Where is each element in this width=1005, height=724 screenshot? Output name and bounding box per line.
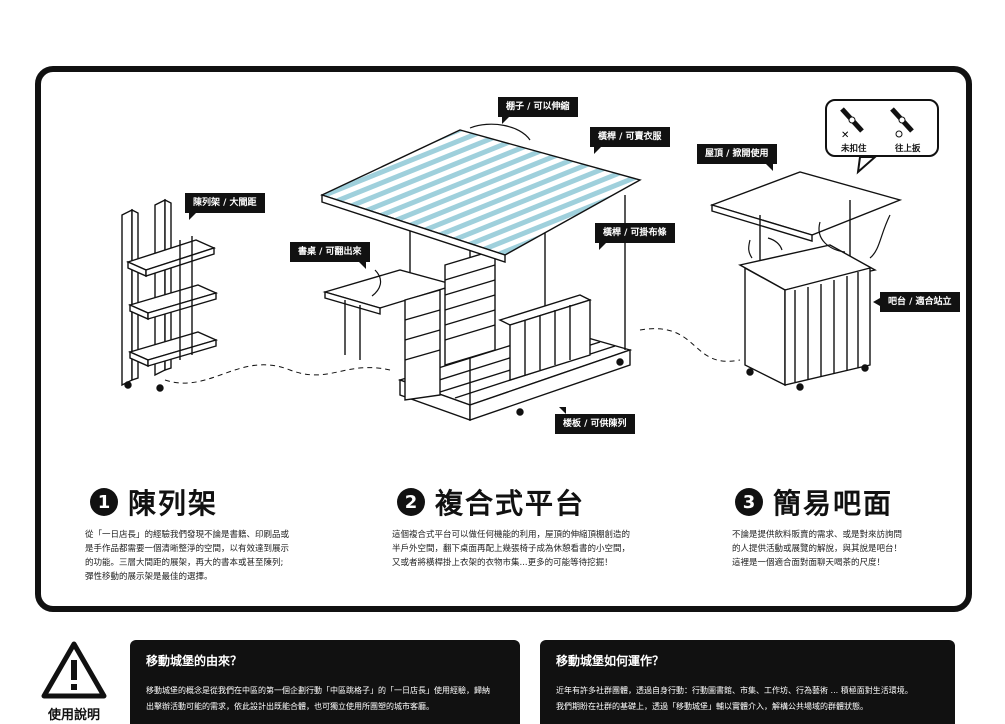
note-origin: 移動城堡的由來？ 移動城堡的概念是從我們在中區的第一個企劃行動「中區跳格子」的「… (130, 640, 520, 724)
section-title: 簡易吧面 (773, 487, 894, 520)
warning-icon (41, 641, 107, 699)
note-operation: 移動城堡如何運作？ 近年有許多社群團體，透過自身行動：行動圖書館、市集、工作坊、… (540, 640, 955, 724)
platform-illustration (320, 129, 642, 421)
section-number: 1 (90, 488, 118, 516)
note-origin-line: 出擊辦活動可能的需求，依此設計出既能合體，也可獨立使用所團塑的城市客廳。 (146, 702, 434, 711)
note-operation-title: 移動城堡如何運作？ (556, 654, 665, 668)
tag-rail-clothes: 橫桿 / 可賣衣服 (590, 127, 670, 154)
note-operation-line: 我們期盼在社群的基礎上，透過「移動城堡」輔以實體介入，解構公共場域的群體狀態。 (556, 702, 868, 711)
hinge-unbuckled-label: 未扣住 (841, 144, 867, 154)
connector-dashed-line-right (639, 328, 741, 362)
section-bar-heading: 3 簡易吧面 (735, 482, 893, 522)
section-number: 3 (735, 488, 763, 516)
section-number: 2 (397, 488, 425, 516)
bar-illustration (709, 171, 903, 391)
section-platform-desc: 這個複合式平台可以做任何機能的利用，屋頂的伸縮頂棚創造的 半戶外空間，翻下桌面再… (392, 530, 631, 568)
section-shelf-desc: 從「一日店長」的經驗我們發現不論是書籍、印刷品或 是手作品都需要一個清晰整淨的空… (85, 530, 290, 582)
shelf-illustration (121, 198, 219, 392)
tag-floor: 楼板 / 可供陳列 (555, 407, 635, 434)
hinge-icons: ✕ (840, 107, 914, 141)
tag-roof: 屋頂 / 掀開使用 (697, 144, 777, 171)
connector-dashed-line (164, 364, 391, 384)
note-origin-line: 移動城堡的概念是從我們在中區的第一個企劃行動「中區跳格子」的「一日店長」使用經驗… (146, 686, 490, 695)
section-title: 陳列架 (128, 487, 219, 520)
hinge-instruction-bubble: ✕ 未扣住 往上扳 (825, 99, 939, 157)
usage-guide: 使用說明 (40, 640, 108, 723)
section-title: 複合式平台 (435, 487, 586, 520)
motion-arrows (371, 123, 891, 297)
hinge-bubble-tail (856, 156, 878, 175)
tag-rail-cloth: 橫桿 / 可掛布條 (595, 223, 675, 250)
note-operation-line: 近年有許多社群團體，透過自身行動：行動圖書館、市集、工作坊、行為藝術 ... 積… (556, 686, 913, 695)
usage-guide-label: 使用說明 (47, 708, 100, 723)
note-origin-title: 移動城堡的由來？ (146, 654, 243, 668)
content-frame (35, 66, 972, 612)
tag-desk: 書桌 / 可翻出來 (290, 242, 370, 269)
tag-canopy: 棚子 / 可以伸縮 (498, 97, 578, 124)
tag-shelf: 陳列架 / 大間距 (185, 193, 265, 220)
section-shelf-heading: 1 陳列架 (90, 482, 218, 522)
section-bar-desc: 不論是提供飲料販賣的需求、或是對來訪詢問 的人提供活動或展覽的解說，與其說是吧台… (732, 530, 903, 568)
hinge-flip-label: 往上扳 (895, 144, 921, 154)
svg-text:✕: ✕ (841, 130, 849, 141)
section-platform-heading: 2 複合式平台 (397, 482, 585, 522)
tag-bar: 吧台 / 適合站立 (873, 292, 960, 312)
